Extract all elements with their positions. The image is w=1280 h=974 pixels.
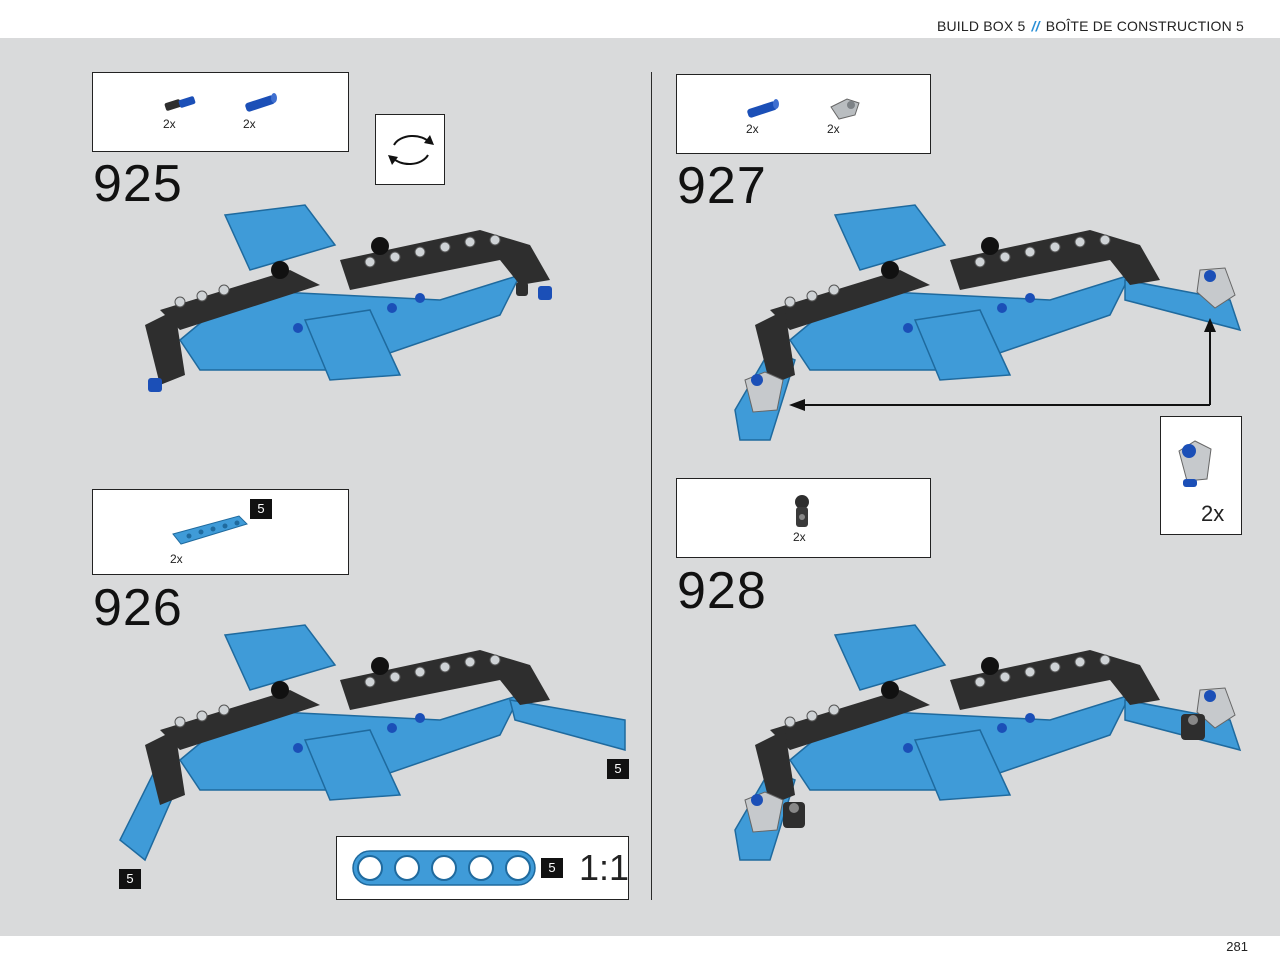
part-qty: 2x [163, 117, 176, 131]
page-header: BUILD BOX 5 // BOÎTE DE CONSTRUCTION 5 [0, 0, 1280, 38]
grey-connector-icon [830, 98, 860, 120]
scale-reference-box: 5 1:1 [336, 836, 629, 900]
column-divider [651, 72, 652, 900]
page-footer: 281 [0, 936, 1280, 974]
subassembly-callout-927: 2x [1160, 416, 1242, 535]
part-qty: 2x [243, 117, 256, 131]
blue-axle-pin-icon [245, 93, 277, 112]
part-qty: 2x [746, 122, 759, 136]
step-number-925: 925 [93, 155, 183, 213]
beam-length-badge-left: 5 [119, 869, 141, 889]
header-title-en: BUILD BOX 5 [936, 18, 1026, 34]
beam-scale-icon [352, 850, 536, 886]
parts-box-928: 2x [676, 478, 931, 558]
part-qty: 2x [827, 122, 840, 136]
grey-connector-blue-pin-icon [1178, 440, 1212, 487]
parts-box-925: 2x 2x [92, 72, 349, 152]
part-qty: 2x [170, 552, 183, 566]
model-assembly-926 [119, 624, 626, 862]
subassembly-qty: 2x [1201, 501, 1225, 526]
rotate-callout [375, 114, 445, 185]
length-badge: 5 [250, 499, 272, 519]
header-separator: // [1031, 18, 1040, 34]
blue-beam-5-icon [172, 515, 248, 545]
header-title: BUILD BOX 5 // BOÎTE DE CONSTRUCTION 5 [937, 18, 1244, 34]
parts-box-926: 5 2x [92, 489, 349, 575]
model-assembly-927 [734, 204, 1242, 441]
model-assembly-925 [145, 204, 552, 392]
blue-axle-pin-icon [747, 99, 779, 118]
scale-length-badge: 5 [541, 858, 563, 878]
header-title-fr: BOÎTE DE CONSTRUCTION 5 [1045, 18, 1244, 34]
page-number: 281 [1226, 939, 1248, 954]
part-qty: 2x [793, 530, 806, 544]
parts-box-927: 2x 2x [676, 74, 931, 154]
scale-ratio: 1:1 [579, 847, 630, 888]
black-ball-joint-icon [795, 495, 809, 527]
black-blue-axle-pin-icon [164, 96, 196, 111]
rotate-model-icon [388, 135, 434, 165]
model-assembly-928 [734, 624, 1242, 861]
step-number-927: 927 [677, 157, 767, 215]
beam-length-badge-right: 5 [607, 759, 629, 779]
step-number-926: 926 [93, 579, 183, 637]
step-number-928: 928 [677, 562, 767, 620]
